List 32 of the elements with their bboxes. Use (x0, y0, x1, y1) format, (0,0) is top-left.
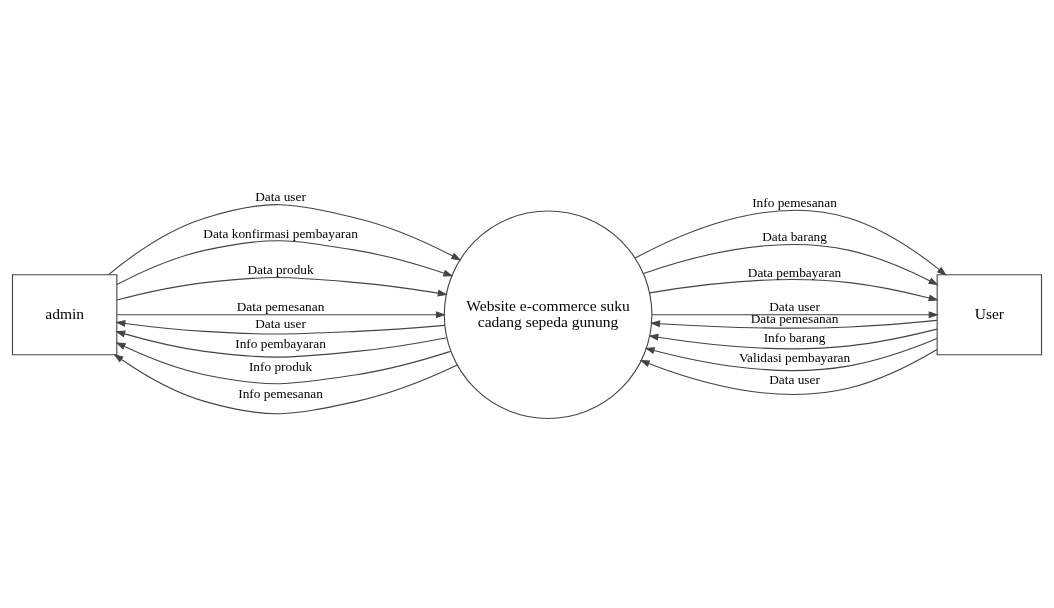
arrow (115, 319, 446, 335)
arrow (116, 239, 454, 285)
node-box: User (936, 273, 1043, 355)
arrow (116, 276, 448, 300)
arrow (634, 209, 947, 276)
edge-label: Data user (769, 371, 820, 387)
edge-label: Info pemesanan (752, 194, 837, 210)
arrow (651, 310, 939, 318)
arrow (644, 337, 938, 371)
arrow (650, 319, 938, 329)
arrow (116, 310, 446, 318)
arrow (115, 341, 452, 384)
edge-label: Info pemesanan (238, 385, 323, 401)
edge-label: Data barang (762, 228, 827, 244)
arrow (649, 278, 939, 301)
edge-label: Info pembayaran (235, 335, 326, 351)
node-box: admin (11, 273, 118, 355)
arrow (639, 348, 938, 395)
edge-label: Validasi pembayaran (738, 349, 851, 365)
arrow (643, 243, 939, 285)
arrow (108, 203, 462, 275)
arrow (115, 330, 448, 358)
edge-label: Data pemesanan (236, 298, 325, 314)
edge-label: Data user (255, 315, 306, 331)
edge-label: Data user (255, 188, 306, 204)
edge-label: Data produk (247, 261, 314, 277)
arrow (113, 353, 458, 414)
edge-label: Data pembayaran (747, 264, 842, 280)
arrow (648, 328, 938, 349)
edge-label: Data konfirmasi pembayaran (203, 225, 358, 241)
edge-label: Info barang (763, 329, 826, 345)
edge-label: Info produk (248, 358, 313, 374)
